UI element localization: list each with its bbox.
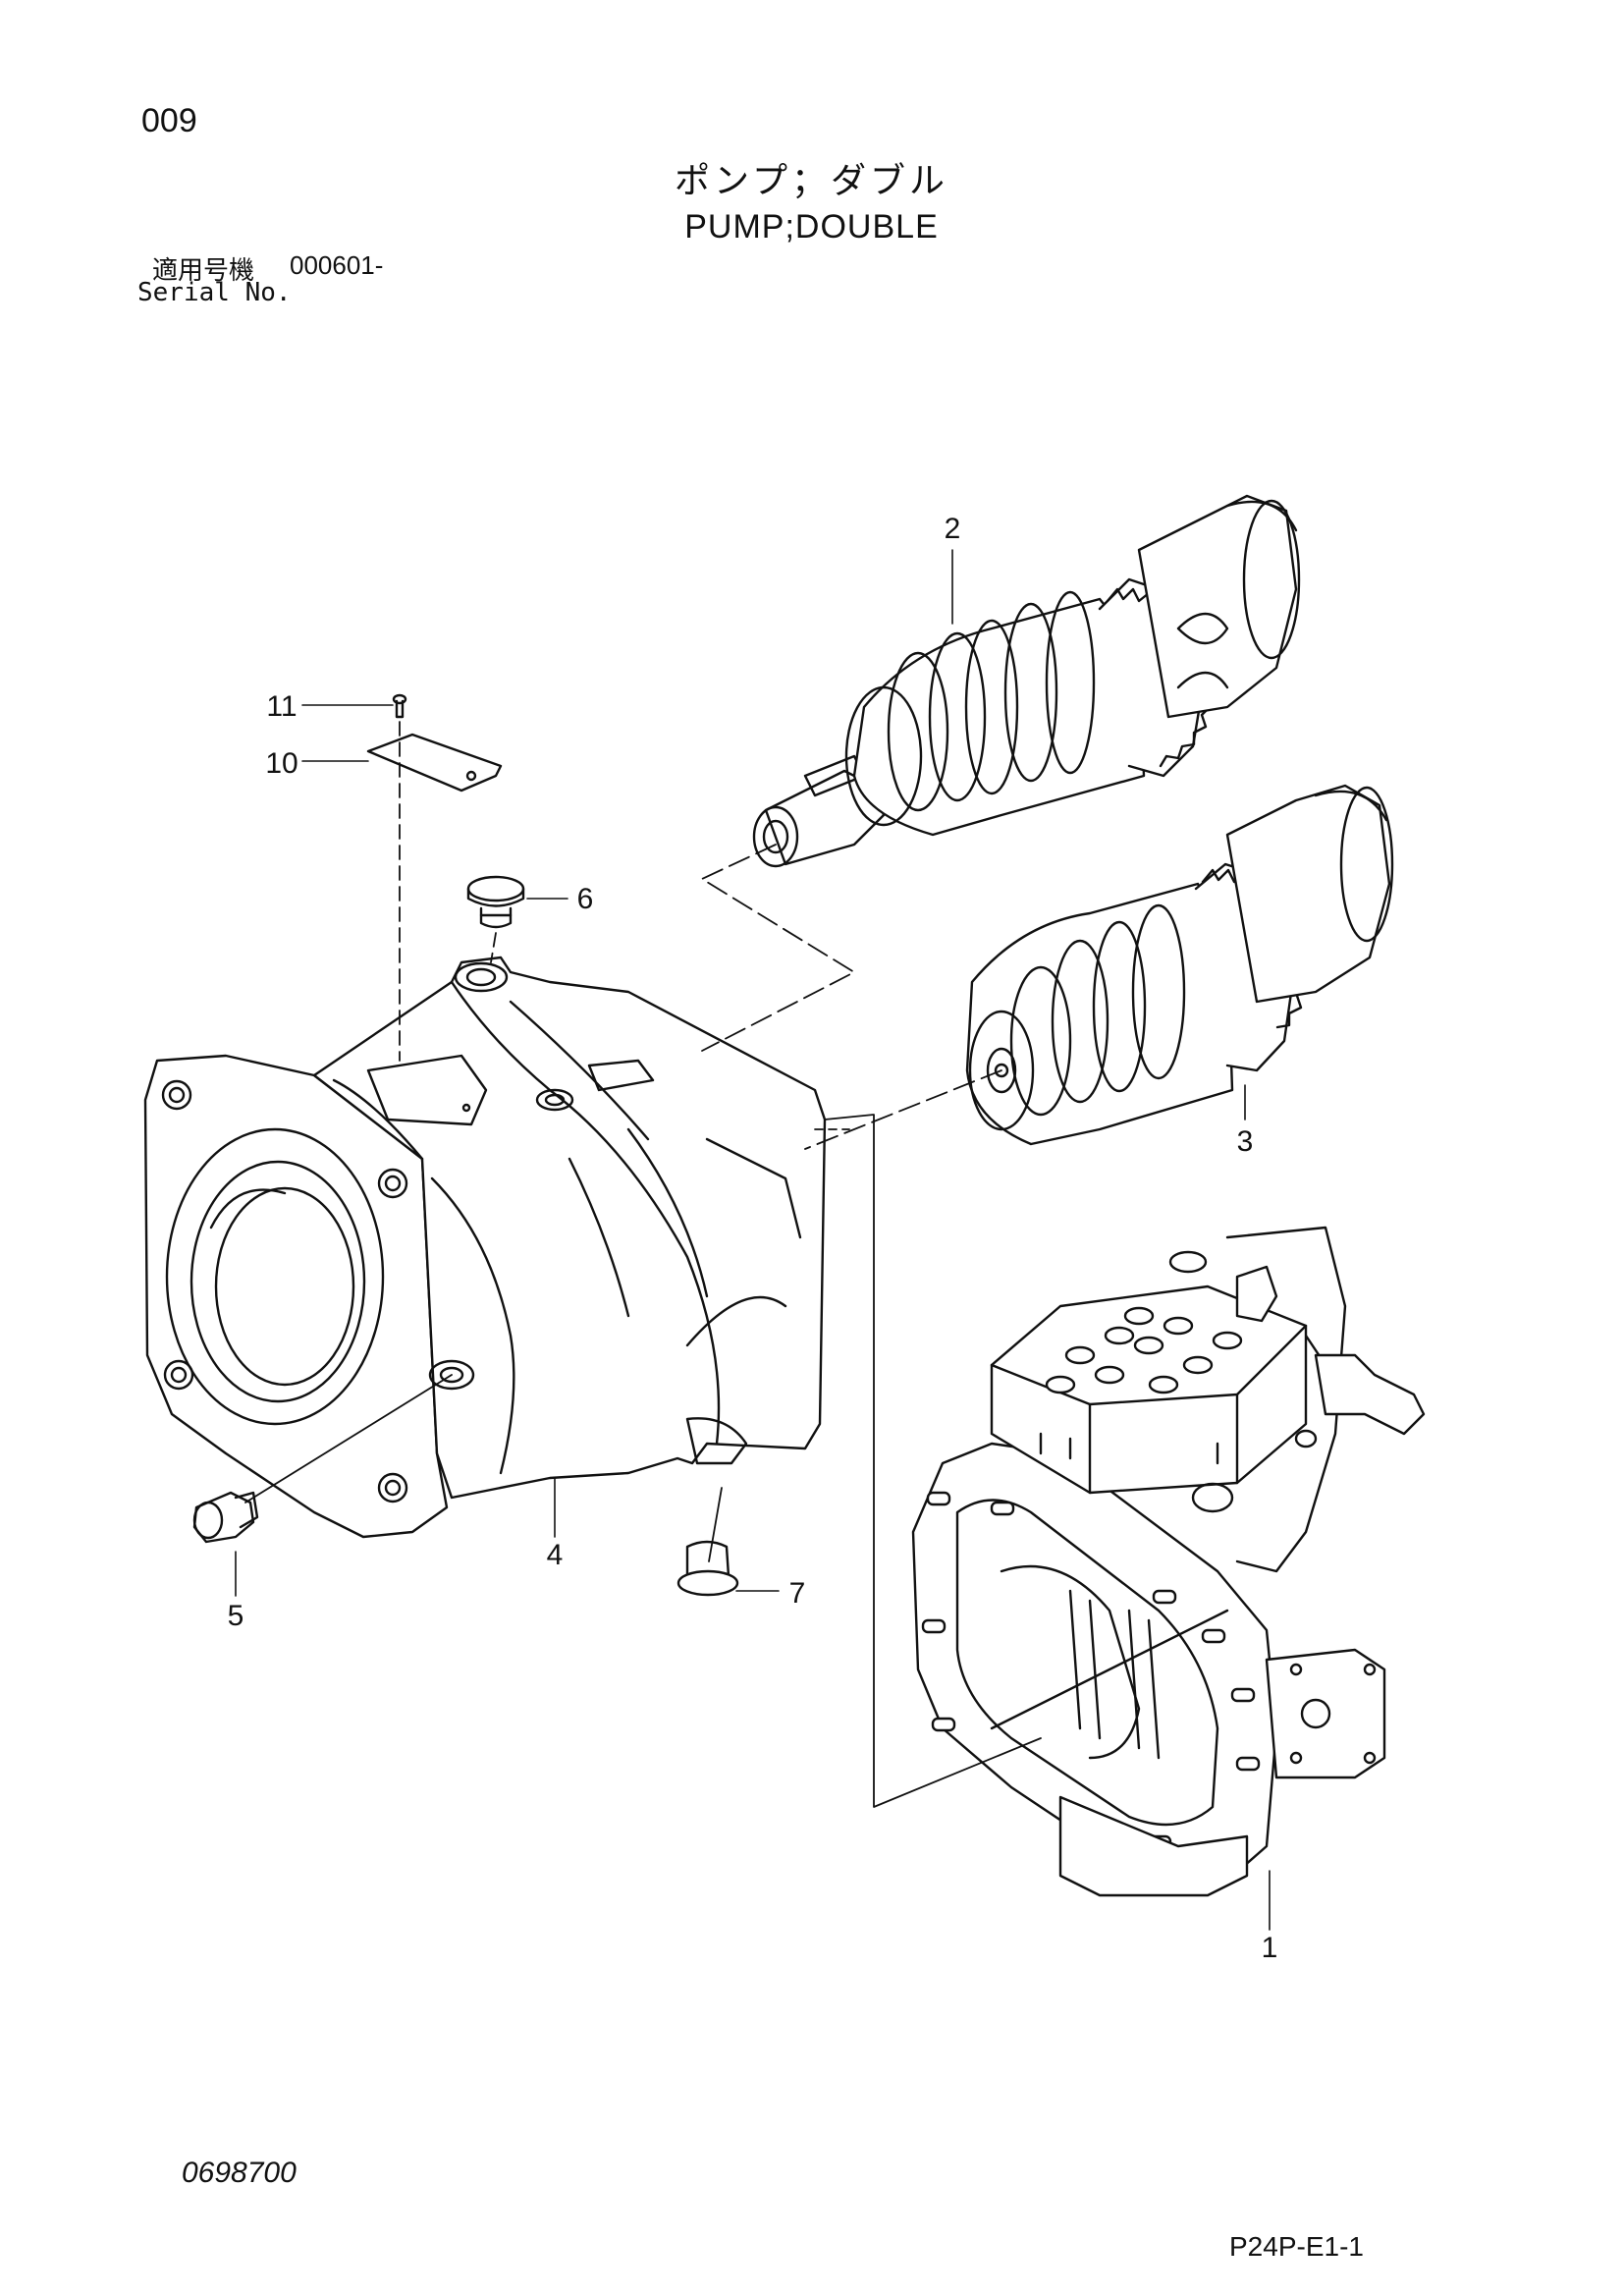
nameplate-part-10 — [366, 733, 503, 793]
serial-label-english: Serial No. — [137, 278, 292, 307]
callout-7: 7 — [789, 1577, 806, 1610]
leader-lines — [235, 549, 1271, 1931]
plug-part-5 — [192, 1491, 259, 1544]
document-number: 0698700 — [182, 2157, 297, 2189]
page-number: 009 — [141, 102, 197, 139]
callout-3: 3 — [1237, 1125, 1254, 1158]
pump-housing-part-4 — [143, 956, 827, 1539]
title-english: PUMP;DOUBLE — [684, 208, 939, 246]
callout-5: 5 — [228, 1600, 244, 1632]
callout-1: 1 — [1262, 1932, 1278, 1964]
callout-10: 10 — [265, 747, 298, 780]
serial-range: 000601- — [290, 250, 384, 280]
rotary-group-part-3 — [965, 784, 1394, 1146]
end-cover-part-1 — [911, 1226, 1426, 1897]
rivet-part-11 — [392, 693, 407, 719]
serial-label-japanese: 適用号機 — [152, 256, 255, 286]
callout-11: 11 — [266, 690, 297, 723]
plug-part-7 — [676, 1540, 739, 1597]
callout-6: 6 — [577, 883, 594, 915]
plug-part-6 — [466, 875, 525, 929]
callout-4: 4 — [547, 1539, 564, 1571]
assembly-lines — [244, 721, 1042, 1808]
callout-2: 2 — [945, 513, 961, 545]
rotary-group-part-2 — [752, 494, 1301, 868]
title-japanese: ポンプ；ダブル — [675, 161, 948, 201]
figure-code: P24P-E1-1 — [1229, 2231, 1364, 2262]
